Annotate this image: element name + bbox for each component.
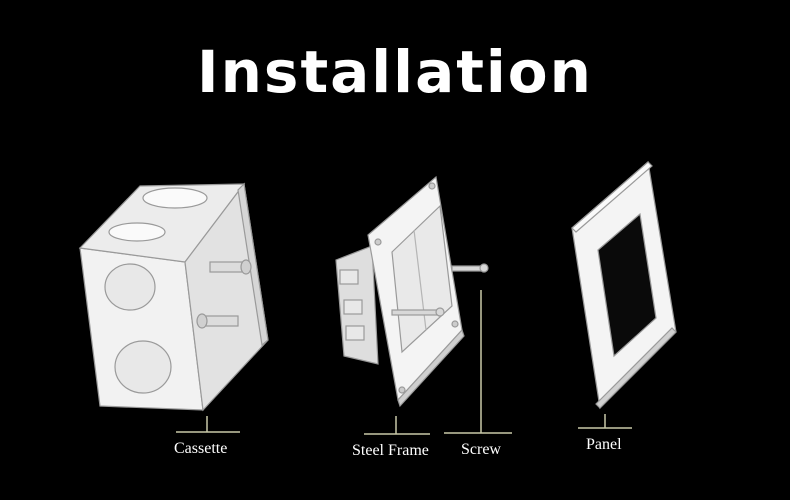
steel-frame-label: Steel Frame (352, 442, 429, 459)
leader-lines (176, 290, 632, 435)
panel-illustration (571, 160, 677, 410)
steel-frame-illustration (335, 175, 489, 408)
cassette-illustration (78, 182, 269, 412)
screw-label: Screw (461, 441, 501, 458)
cassette-label: Cassette (174, 440, 228, 457)
panel-label: Panel (586, 436, 622, 453)
page-title: Installation (197, 38, 593, 106)
